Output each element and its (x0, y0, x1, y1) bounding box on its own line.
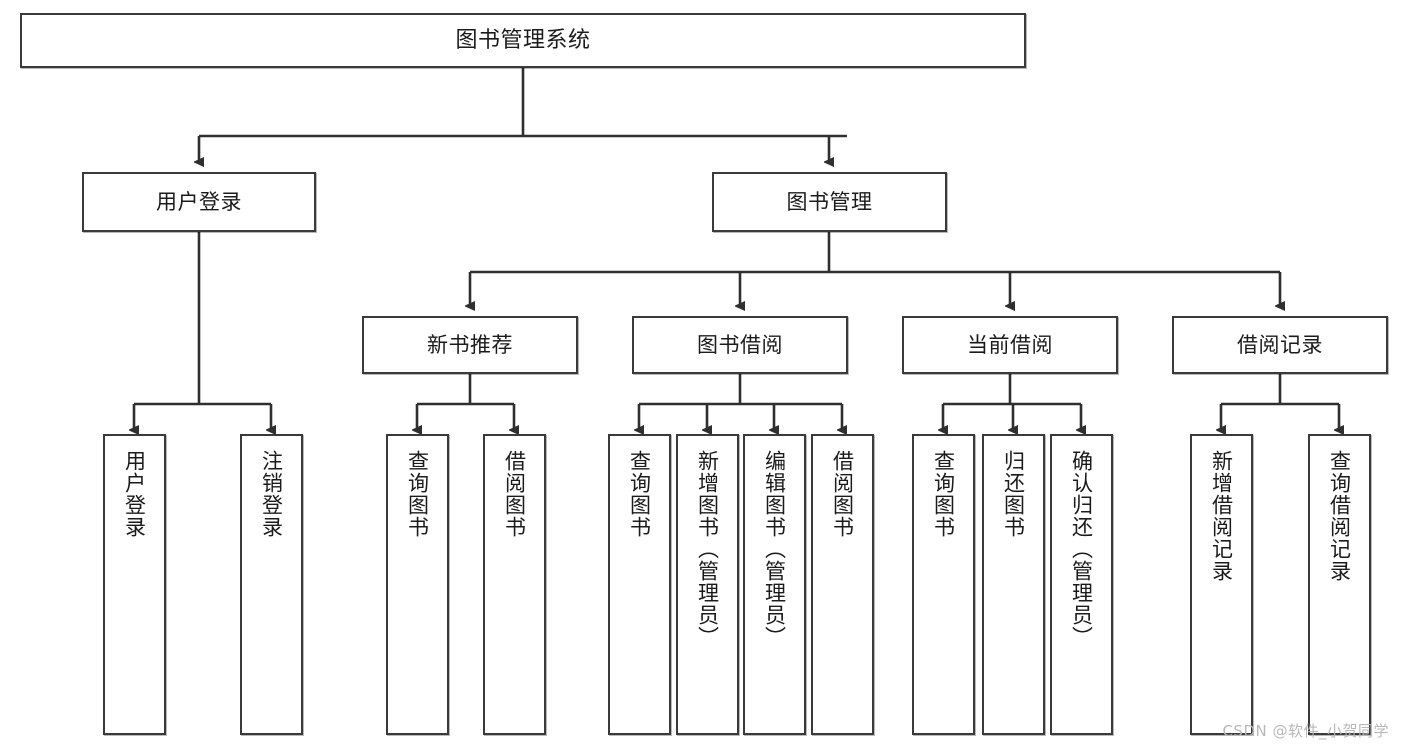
node-label: 借阅图书 (502, 450, 527, 538)
node-label: 新书推荐 (427, 332, 513, 357)
node-new-book-recommend[interactable]: 新书推荐 (362, 316, 578, 374)
leaf-borrow-add-book-admin[interactable]: 新增图书（管理员） (676, 434, 739, 735)
node-label: 查询图书 (405, 450, 430, 538)
leaf-user-login[interactable]: 用户登录 (103, 434, 166, 735)
node-label: 确认归还（管理员） (1069, 450, 1094, 648)
node-label: 新增借阅记录 (1209, 450, 1234, 582)
node-current-borrow[interactable]: 当前借阅 (902, 316, 1118, 374)
node-label: 查询借阅记录 (1327, 450, 1352, 582)
node-label: 图书借阅 (697, 332, 783, 357)
node-label: 编辑图书（管理员） (762, 450, 787, 648)
leaf-newbook-query-book[interactable]: 查询图书 (386, 434, 449, 735)
leaf-current-query-book[interactable]: 查询图书 (912, 434, 975, 735)
node-label: 借阅记录 (1237, 332, 1323, 357)
leaf-newbook-borrow-book[interactable]: 借阅图书 (483, 434, 546, 735)
node-label: 当前借阅 (967, 332, 1053, 357)
node-label: 新增图书（管理员） (695, 450, 720, 648)
leaf-records-add-record[interactable]: 新增借阅记录 (1190, 434, 1253, 735)
node-label: 归还图书 (1001, 450, 1026, 538)
node-label: 查询图书 (931, 450, 956, 538)
node-label: 用户登录 (122, 450, 147, 538)
leaf-user-logout[interactable]: 注销登录 (240, 434, 303, 735)
leaf-borrow-edit-book-admin[interactable]: 编辑图书（管理员） (743, 434, 806, 735)
leaf-records-query-record[interactable]: 查询借阅记录 (1308, 434, 1371, 735)
node-book-borrow[interactable]: 图书借阅 (632, 316, 848, 374)
node-root-system[interactable]: 图书管理系统 (20, 13, 1026, 68)
node-label: 查询图书 (627, 450, 652, 538)
node-label: 图书管理系统 (455, 27, 591, 53)
node-label: 注销登录 (259, 450, 284, 538)
node-label: 借阅图书 (830, 450, 855, 538)
node-label: 图书管理 (786, 189, 873, 214)
leaf-borrow-borrow-book[interactable]: 借阅图书 (811, 434, 874, 735)
node-user-login[interactable]: 用户登录 (82, 172, 316, 232)
node-book-management[interactable]: 图书管理 (712, 172, 947, 232)
leaf-borrow-query-book[interactable]: 查询图书 (608, 434, 671, 735)
leaf-current-return-book[interactable]: 归还图书 (982, 434, 1045, 735)
node-label: 用户登录 (156, 189, 242, 214)
leaf-current-confirm-return-admin[interactable]: 确认归还（管理员） (1050, 434, 1113, 735)
node-borrow-records[interactable]: 借阅记录 (1172, 316, 1388, 374)
